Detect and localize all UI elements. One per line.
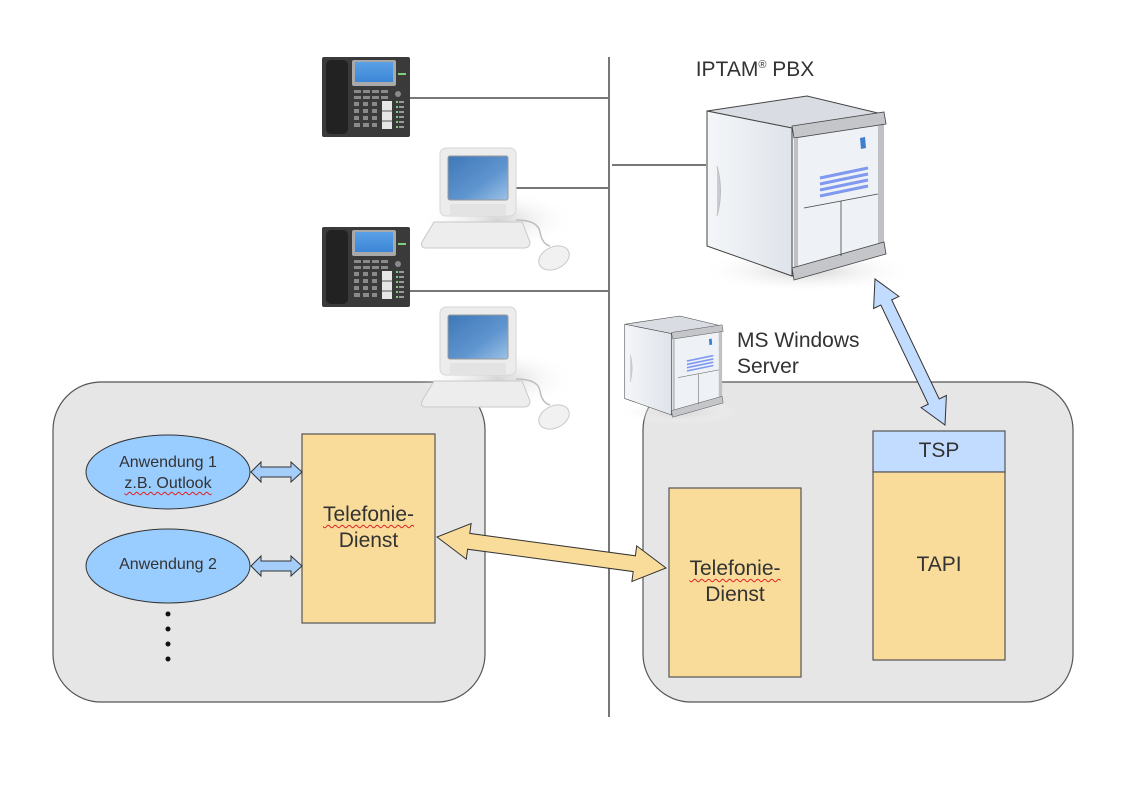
windows-server-label-line2: Server: [737, 355, 799, 378]
tsp-label: TSP: [918, 439, 960, 462]
app2-service-arrow: [250, 554, 303, 578]
pbx-title: IPTAM® PBX: [660, 58, 850, 82]
service-link-arrow: [435, 522, 668, 583]
server-service-line1: Telefonie-: [689, 557, 781, 580]
computer-icon: [419, 147, 577, 276]
server-telefonie-dienst-label: Telefonie- Dienst: [669, 556, 801, 608]
tsp-box[interactable]: [872, 430, 1006, 473]
client-service-line2: Dienst: [338, 529, 399, 552]
client-telefonie-dienst-label: Telefonie- Dienst: [302, 502, 435, 554]
windows-server-label: MS Windows Server: [737, 328, 860, 380]
pbx-title-suffix: PBX: [766, 58, 815, 81]
server-service-line2: Dienst: [705, 583, 765, 606]
server-telefonie-dienst-box[interactable]: [668, 487, 802, 678]
windows-server-label-line1: MS Windows: [737, 329, 860, 352]
desk-phone-icon: [321, 226, 411, 308]
registered-mark: ®: [758, 59, 767, 71]
client-service-line1: Telefonie-: [322, 503, 415, 526]
anwendung-2-ellipse[interactable]: [85, 528, 251, 604]
pbx-server-icon: [695, 94, 919, 295]
anwendung-1-label: Anwendung 1 z.B. Outlook: [86, 452, 250, 494]
anwendung-1-name: Anwendung 1: [119, 454, 217, 471]
pbx-title-main: IPTAM: [695, 58, 759, 81]
more-apps-ellipsis-icon: [165, 611, 171, 662]
anwendung-1-ellipse[interactable]: [85, 434, 251, 510]
tapi-label: TAPI: [916, 553, 962, 576]
anwendung-1-example: z.B. Outlook: [124, 475, 212, 492]
client-telefonie-dienst-box[interactable]: [301, 433, 436, 624]
app1-service-arrow: [250, 460, 303, 484]
desk-phone-icon: [321, 56, 411, 138]
pbx-tsp-arrow: [873, 278, 947, 426]
windows-server-icon: [618, 315, 742, 426]
network-bus: [400, 57, 706, 717]
tapi-box[interactable]: [872, 471, 1006, 661]
anwendung-2-label: Anwendung 2: [119, 556, 217, 573]
